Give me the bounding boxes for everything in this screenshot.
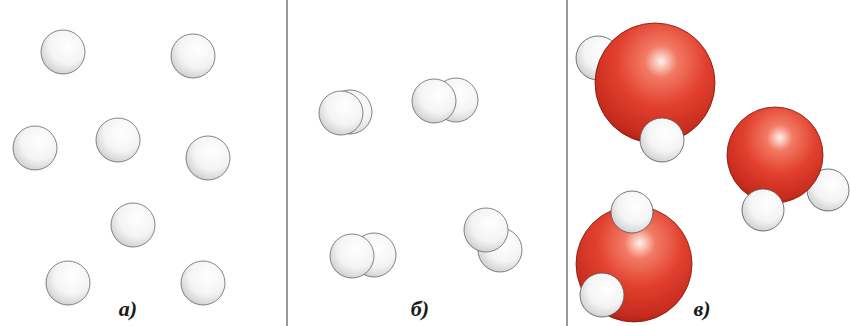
hydrogen-molecules	[319, 78, 522, 278]
panel-label: в)	[691, 298, 712, 320]
panel-label: б)	[409, 298, 431, 320]
panel-dividers	[287, 0, 567, 326]
panel-label: а)	[117, 298, 139, 320]
hydrogen-atoms	[13, 30, 230, 305]
water-molecules	[576, 23, 849, 322]
